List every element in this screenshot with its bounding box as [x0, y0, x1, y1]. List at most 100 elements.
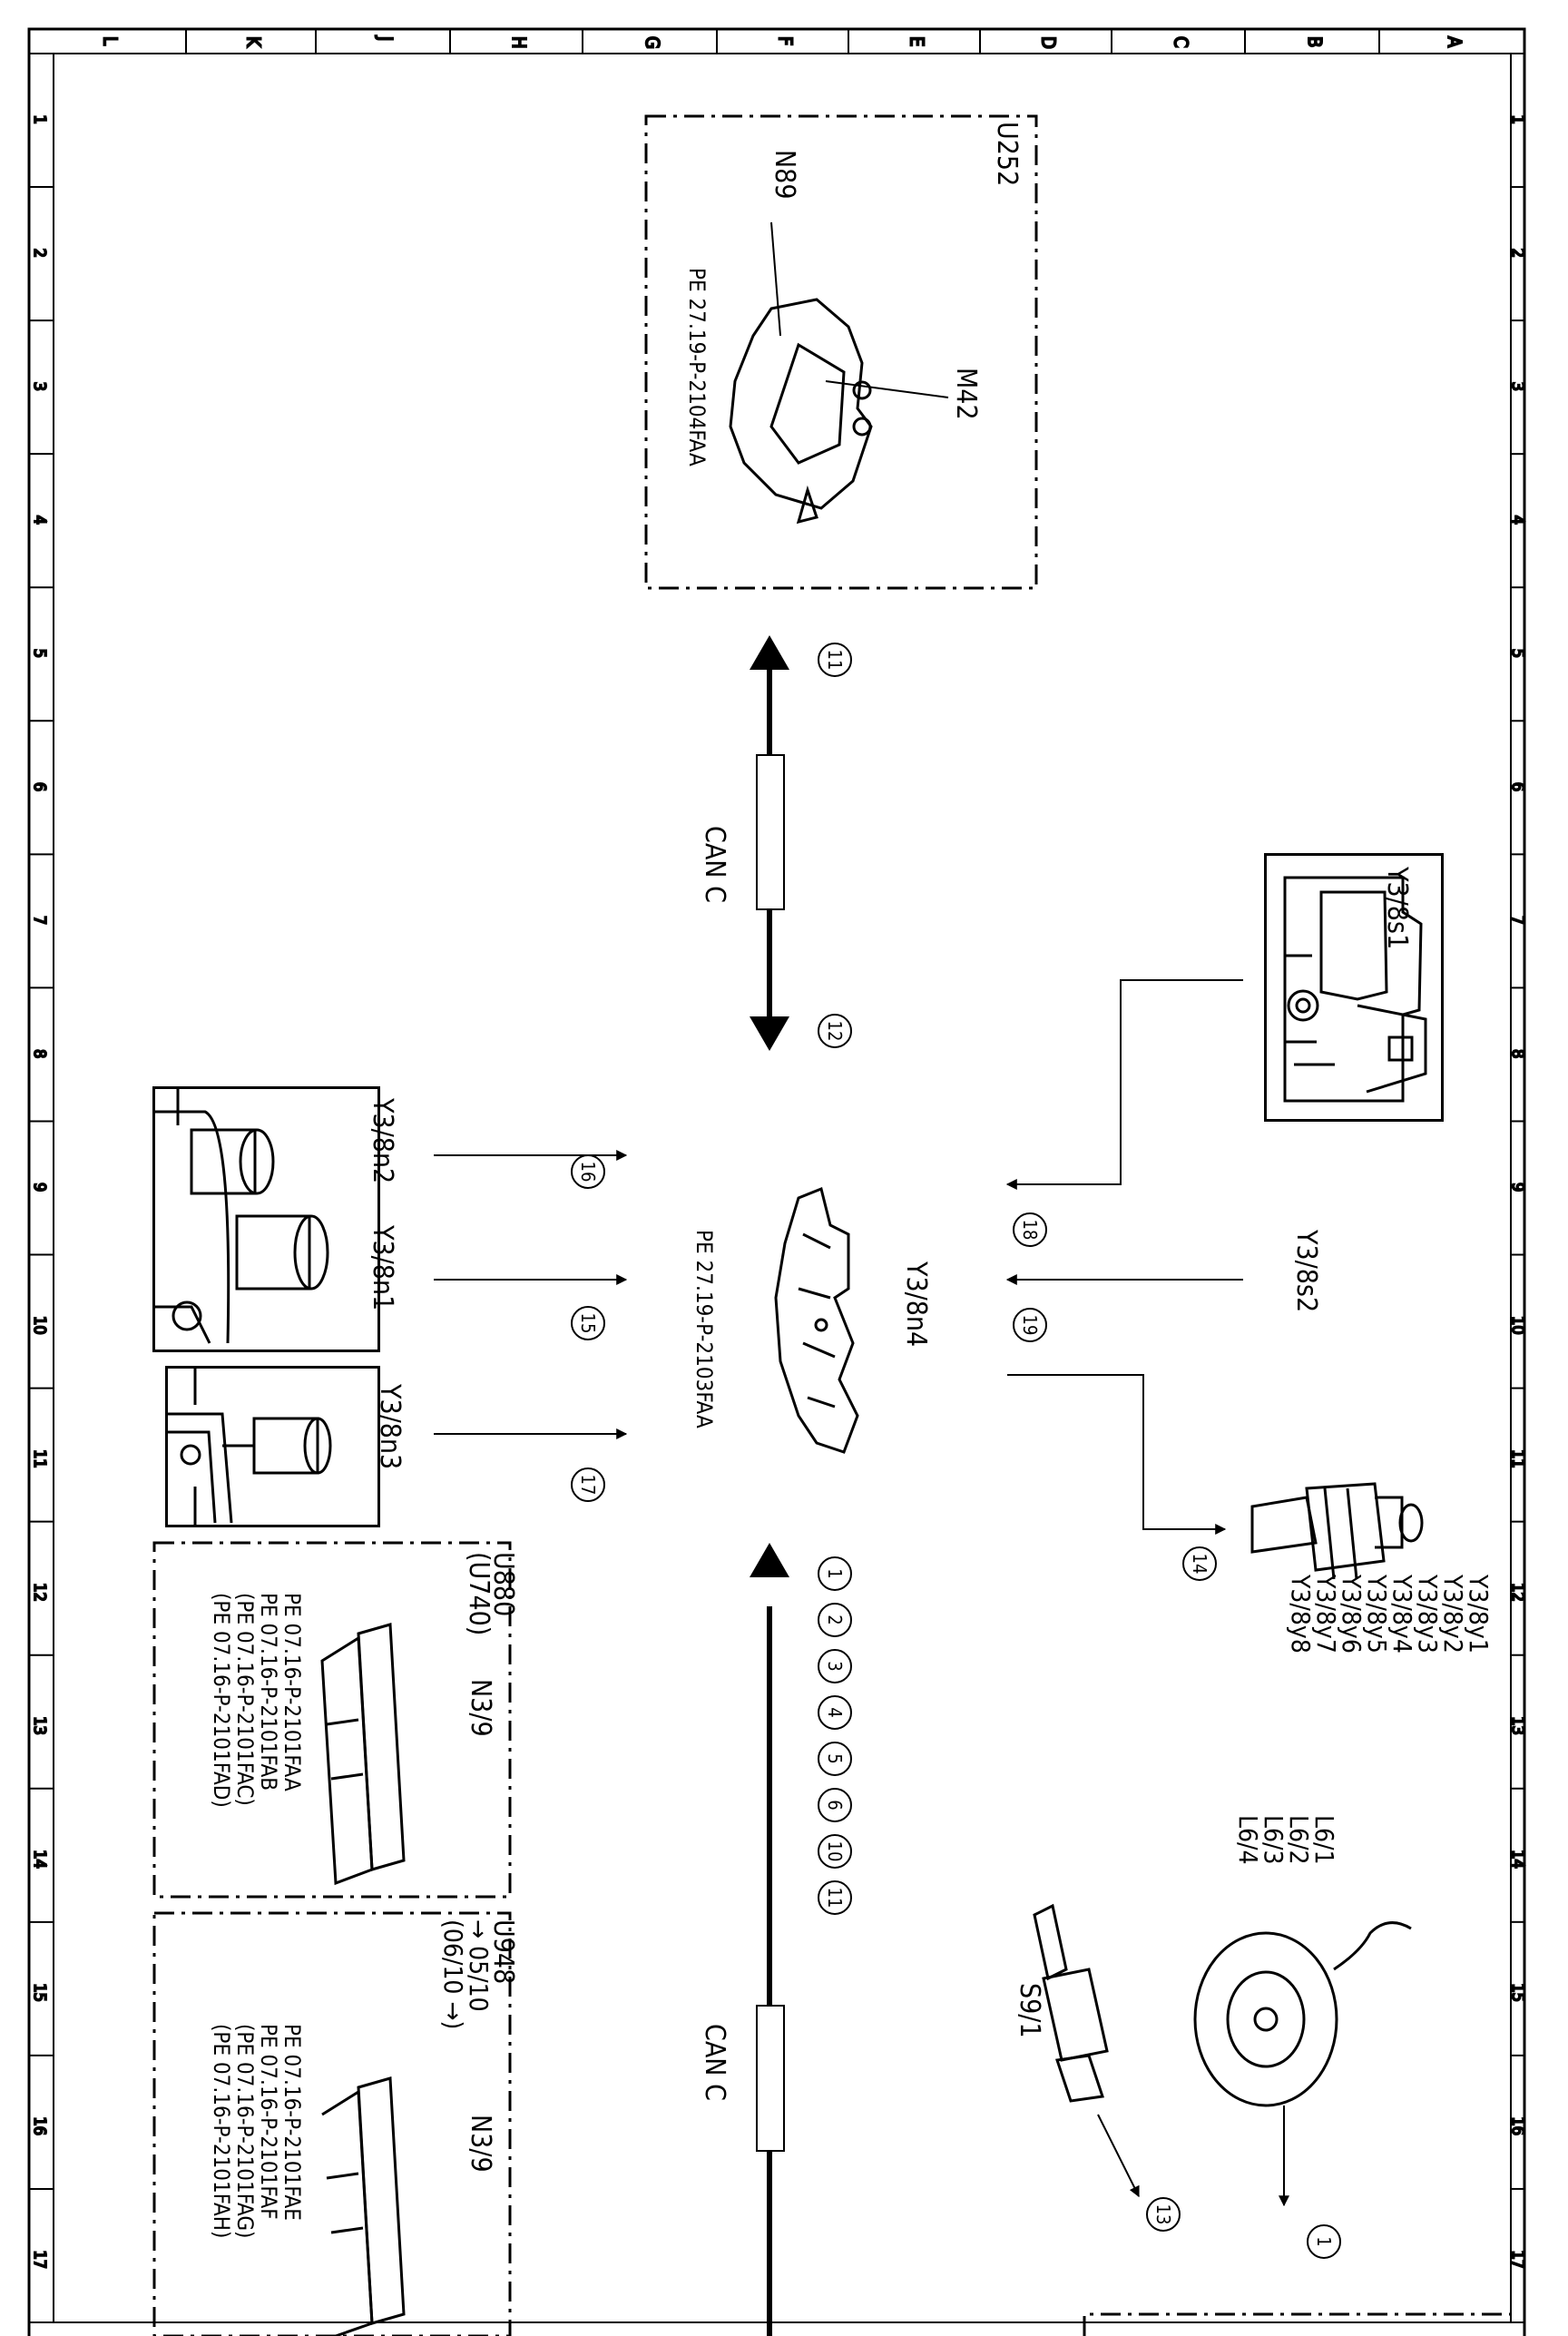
- row-label-right-13: 13: [1508, 1716, 1527, 1735]
- row-label-left-8: 8: [30, 1049, 49, 1058]
- signal-13-label: 13: [1152, 2204, 1174, 2225]
- row-label-right-10: 10: [1508, 1316, 1527, 1335]
- reference-u252: PE 27.19-P-2104FAA: [684, 268, 710, 466]
- signal-bus-5-label: 5: [824, 1753, 846, 1763]
- row-label-left-9: 9: [30, 1183, 49, 1192]
- row-label-left-7: 7: [30, 916, 49, 925]
- signal-13-icon: [1146, 2197, 1181, 2232]
- signal-bus-3-icon: [818, 1649, 852, 1683]
- row-label-right-3: 3: [1508, 382, 1527, 391]
- row-label-right-17: 17: [1508, 2250, 1527, 2269]
- column-label-f: F: [775, 36, 797, 45]
- row-label-left-13: 13: [30, 1716, 49, 1735]
- row-label-right-16: 16: [1508, 2116, 1527, 2135]
- signal-19-icon: [1013, 1308, 1047, 1342]
- row-label-left-3: 3: [30, 382, 49, 391]
- component-label-n3-9-lower: N3/9: [465, 2115, 496, 2173]
- bus-arrow-up-lower-icon: [750, 1543, 789, 1577]
- column-label-c: C: [1171, 36, 1192, 48]
- column-label-h: H: [508, 36, 530, 49]
- signal-bus-6-icon: [818, 1788, 852, 1822]
- signal-bus-3-label: 3: [824, 1661, 846, 1671]
- signal-16-icon: [571, 1154, 605, 1189]
- row-label-left-4: 4: [30, 515, 49, 525]
- stop-lamp-switch-drawing: [1033, 1903, 1109, 2103]
- transmission-control-unit-n3-9-lower-drawing: [321, 2076, 406, 2336]
- signal-18-icon: [1013, 1212, 1047, 1247]
- row-label-right-7: 7: [1508, 916, 1527, 925]
- module-boundary-u948: [152, 1911, 512, 2336]
- row-label-left-1: 1: [30, 115, 49, 124]
- component-label-y3-8n4: Y3/8n4: [900, 1261, 932, 1347]
- flow-arrow-14: [1007, 1374, 1227, 1535]
- reference-u880-3: (PE 07.16-P-2101FAC): [232, 1593, 258, 1806]
- component-label-y3-8y2: Y3/8y2: [1438, 1574, 1468, 1654]
- signal-bus-4-icon: [818, 1695, 852, 1730]
- row-label-right-12: 12: [1508, 1583, 1527, 1602]
- row-label-right-6: 6: [1508, 782, 1527, 791]
- can-bus-label-box: [756, 754, 785, 910]
- row-label-left-14: 14: [30, 1850, 49, 1869]
- component-label-y3-8s1: Y3/8s1: [1381, 866, 1413, 949]
- component-label-y3-8y1: Y3/8y1: [1464, 1574, 1494, 1654]
- validity-u948-1: → 05/10: [464, 1919, 494, 2012]
- component-label-m42: M42: [950, 368, 982, 420]
- row-label-right-4: 4: [1508, 515, 1527, 525]
- signal-bus-6-label: 6: [824, 1800, 846, 1810]
- row-label-left-10: 10: [30, 1316, 49, 1335]
- reference-u948-2: PE 07.16-P-2101FAF: [256, 2024, 281, 2220]
- reference-u880-2: PE 07.16-P-2101FAB: [256, 1593, 281, 1791]
- row-label-left-15: 15: [30, 1983, 49, 2002]
- column-label-j: J: [375, 35, 397, 41]
- module-code-u740: (U740): [463, 1552, 495, 1635]
- can-bus-upper-label: CAN C: [699, 826, 730, 903]
- flow-arrow-13: [1097, 2114, 1140, 2198]
- reference-u880-1: PE 07.16-P-2101FAA: [279, 1593, 305, 1791]
- signal-bus-1-icon: [818, 1556, 852, 1591]
- signal-15-icon: [571, 1306, 605, 1340]
- signal-18-label: 18: [1019, 1220, 1041, 1241]
- component-label-l6-2: L6/2: [1284, 1815, 1314, 1865]
- reference-u948-1: PE 07.16-P-2101FAE: [279, 2024, 305, 2221]
- component-label-l6-4: L6/4: [1233, 1815, 1263, 1865]
- module-code-u252: U252: [991, 122, 1023, 186]
- column-label-d: D: [1038, 36, 1060, 49]
- module-code-u948: U948: [487, 1919, 519, 1984]
- signal-17-icon: [571, 1467, 605, 1502]
- component-label-y3-8n3: Y3/8n3: [374, 1383, 406, 1469]
- signal-16-label: 16: [577, 1162, 599, 1183]
- component-label-n3-9-upper: N3/9: [465, 1679, 496, 1737]
- column-label-e: E: [906, 36, 928, 46]
- signal-1-label: 1: [1313, 2236, 1335, 2246]
- reference-u948-4: (PE 07.16-P-2101FAH): [209, 2024, 234, 2238]
- bus-arrow-up-icon: [750, 635, 789, 670]
- row-label-right-11: 11: [1508, 1449, 1527, 1468]
- component-label-y3-8y3: Y3/8y3: [1413, 1574, 1443, 1654]
- signal-bus-2-icon: [818, 1603, 852, 1637]
- component-label-y3-8s2: Y3/8s2: [1290, 1229, 1322, 1312]
- signal-11-label: 11: [824, 650, 846, 671]
- signal-bus-11-icon: [818, 1880, 852, 1915]
- component-label-l6-3: L6/3: [1259, 1815, 1289, 1865]
- leader-m42: [825, 380, 949, 398]
- signal-bus-5-icon: [818, 1742, 852, 1776]
- row-label-right-5: 5: [1508, 649, 1527, 658]
- row-label-left-2: 2: [30, 249, 49, 258]
- signal-bus-11-label: 11: [824, 1888, 846, 1909]
- component-label-y3-8y5: Y3/8y5: [1362, 1574, 1392, 1654]
- electric-steering-lock-drawing: [729, 298, 873, 525]
- reference-u880-4: (PE 07.16-P-2101FAD): [209, 1593, 234, 1808]
- component-label-y3-8y8: Y3/8y8: [1286, 1574, 1316, 1654]
- drawing-frame: [27, 27, 1526, 2336]
- row-label-left-12: 12: [30, 1583, 49, 1602]
- signal-bus-1-label: 1: [824, 1568, 846, 1578]
- signal-bus-10-icon: [818, 1834, 852, 1869]
- column-label-l: L: [100, 36, 122, 45]
- row-label-left-5: 5: [30, 649, 49, 658]
- row-label-right-9: 9: [1508, 1183, 1527, 1192]
- transmission-control-unit-drawing: [774, 1186, 859, 1454]
